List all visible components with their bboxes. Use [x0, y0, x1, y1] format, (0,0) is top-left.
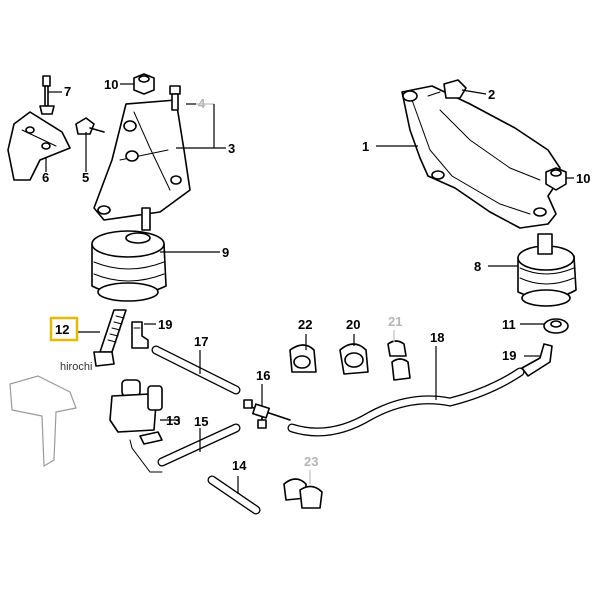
callout-6[interactable]: 6	[42, 170, 49, 185]
highlight-box	[49, 316, 79, 342]
nut-10-right-part[interactable]	[545, 167, 567, 191]
clip-23-part[interactable]	[283, 478, 323, 509]
callout-1[interactable]: 1	[362, 139, 369, 154]
tee-connector-16-part[interactable]	[243, 399, 291, 429]
callout-5[interactable]: 5	[82, 170, 89, 185]
bracket-3-part[interactable]	[93, 99, 191, 221]
clip-22-part[interactable]	[289, 344, 317, 373]
callout-20[interactable]: 20	[346, 317, 360, 332]
stud-bolt-12-part[interactable]	[93, 309, 127, 367]
callout-22[interactable]: 22	[298, 317, 312, 332]
elbow-fitting-19-right-part[interactable]	[521, 343, 553, 377]
callout-9[interactable]: 9	[222, 245, 229, 260]
callout-17[interactable]: 17	[194, 334, 208, 349]
callout-10-right[interactable]: 10	[576, 171, 590, 186]
callout-16[interactable]: 16	[256, 368, 270, 383]
clip-21-part[interactable]	[387, 340, 411, 381]
callout-23[interactable]: 23	[304, 454, 318, 469]
bracket-6-part[interactable]	[7, 111, 71, 181]
callout-8[interactable]: 8	[474, 259, 481, 274]
nut-10-left-part[interactable]	[133, 73, 155, 95]
callout-19-right[interactable]: 19	[502, 348, 516, 363]
tube-17-part[interactable]	[151, 345, 241, 395]
bolt-7-part[interactable]	[39, 75, 55, 115]
callout-4[interactable]: 4	[198, 96, 206, 111]
solenoid-valve-13-part[interactable]	[109, 379, 163, 473]
leader-lines	[45, 83, 574, 494]
watermark-text: hirochi	[60, 361, 92, 373]
bolt-5-part[interactable]	[75, 117, 105, 135]
callout-12[interactable]: 12	[55, 322, 69, 337]
callout-10-left[interactable]: 10	[104, 77, 118, 92]
callout-21[interactable]: 21	[388, 314, 402, 329]
hose-18-part[interactable]	[287, 367, 525, 437]
bolt-2-part[interactable]	[427, 79, 467, 99]
callout-2[interactable]: 2	[488, 87, 495, 102]
bolt-4-part[interactable]	[169, 85, 181, 111]
callout-19-left[interactable]: 19	[158, 317, 172, 332]
callout-11[interactable]: 11	[502, 317, 516, 332]
callout-14[interactable]: 14	[232, 458, 247, 473]
callout-13[interactable]: 13	[166, 413, 180, 428]
callout-7[interactable]: 7	[64, 84, 71, 99]
engine-mount-right-part[interactable]	[517, 233, 577, 307]
callout-18[interactable]: 18	[430, 330, 444, 345]
tube-15-part[interactable]	[157, 423, 241, 467]
engine-support-arm-part[interactable]	[401, 85, 561, 229]
clip-20-part[interactable]	[339, 343, 369, 375]
tube-14-part[interactable]	[207, 475, 261, 515]
callout-15[interactable]: 15	[194, 414, 208, 429]
ghost-bracket-part	[9, 375, 77, 468]
elbow-fitting-19-left-part[interactable]	[131, 321, 149, 349]
callout-3[interactable]: 3	[228, 141, 235, 156]
washer-11-part[interactable]	[543, 318, 569, 334]
callout-labels: 1 2 3 4 5 6 7 8 9 10 10 11 12 13 14 15 1…	[42, 77, 590, 473]
engine-mount-left-part[interactable]	[91, 207, 167, 302]
